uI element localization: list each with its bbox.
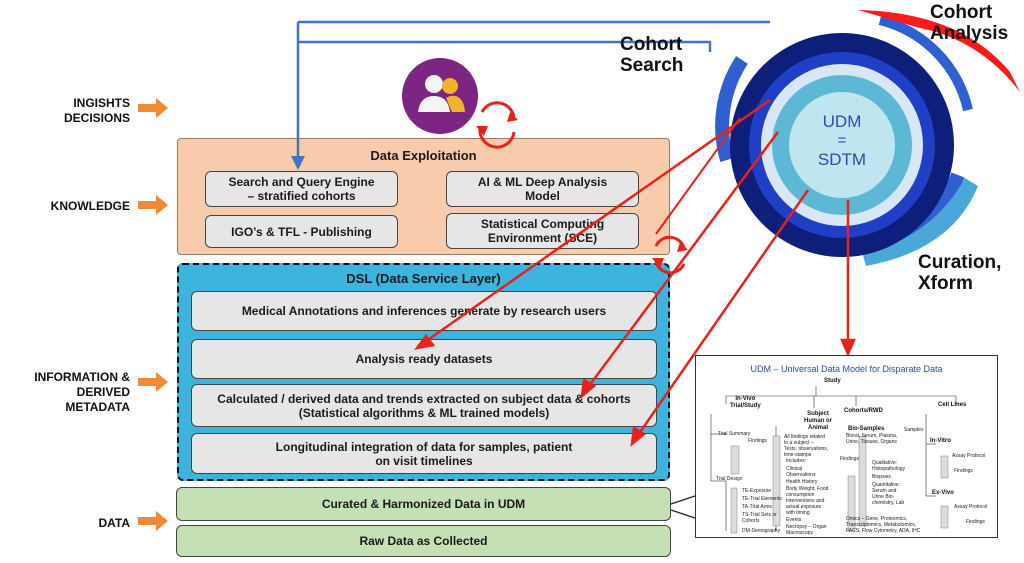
udm-invivo: In-Vivo Trial/Study <box>730 396 761 409</box>
udm-subject-notes: All findings related to a subject – Test… <box>784 434 829 458</box>
udm-center-eq: = <box>837 132 847 149</box>
udm-center-top: UDM <box>822 112 862 131</box>
red-arrowhead-1-icon <box>414 333 436 350</box>
udm-findings-3: Findings <box>954 468 973 474</box>
udm-qualitative: Qualitative: Histopathology <box>872 460 906 472</box>
udm-model-panel: UDM – Universal Data Model for Disparate… <box>695 355 998 538</box>
ai-ml-box: AI & ML Deep Analysis Model <box>446 171 639 207</box>
udm-assay-2: Assay Protocol <box>954 504 988 510</box>
udm-quantitative: Quantitative: Serum and Urine Bio- chemi… <box>872 482 905 506</box>
cohort-search-line <box>296 20 770 158</box>
red-arrowhead-4-icon <box>840 338 856 358</box>
udm-includes: Includes: <box>786 458 807 464</box>
data-exploitation-title: Data Exploitation <box>370 148 477 163</box>
udm-dm-demo: DM-Demography <box>742 528 781 534</box>
udm-tl-elements: TE-Trial Elements <box>742 496 782 502</box>
sce-box: Statistical Computing Environment (SCE) <box>446 213 639 249</box>
udm-necropsy: Necropsy – Organ Macroscopy <box>786 524 827 536</box>
udm-center-bottom: SDTM <box>817 150 867 169</box>
circle-core <box>789 92 895 198</box>
udm-health: Health History <box>786 479 818 485</box>
outer-arc-left <box>715 56 748 162</box>
udm-bodyweight: Body Weight, Food consumption <box>786 486 829 498</box>
cohort-search-label: Cohort Search <box>620 34 684 76</box>
udm-study: Study <box>824 378 841 384</box>
information-arrow-icon <box>138 372 168 392</box>
udm-cohorts: Cohorts/RWD <box>844 408 883 414</box>
udm-samples: Samples <box>904 427 924 433</box>
udm-trial-design: Trial Design <box>716 476 743 482</box>
red-arrowhead-3-icon <box>630 425 647 447</box>
udm-findings-2: Findings <box>840 456 859 462</box>
dsl-calculated-derived: Calculated / derived data and trends ext… <box>191 384 657 427</box>
cycle-arrows-icon-top <box>478 101 516 149</box>
cohort-analysis-label: Cohort Analysis <box>930 2 1009 44</box>
udm-findings-1: Findings <box>748 438 767 444</box>
red-arrows <box>414 98 856 447</box>
level-data-label: DATA <box>98 516 130 530</box>
udm-events: Events <box>786 517 802 523</box>
insights-arrow-icon <box>138 98 168 118</box>
raw-data-box: Raw Data as Collected <box>176 525 671 557</box>
igo-tfl-box: IGO’s & TFL - Publishing <box>205 215 398 248</box>
udm-ts-sets: TS-Trial Sets or Cohorts <box>742 512 777 524</box>
data-arrow-icon <box>138 511 168 531</box>
udm-interventions: Interventions and actual exposure with t… <box>786 498 825 516</box>
dsl-longitudinal: Longitudinal integration of data for sam… <box>191 433 657 474</box>
level-insights-label: INGISHTS DECISIONS <box>63 96 130 125</box>
curated-data-box: Curated & Harmonized Data in UDM <box>176 487 671 521</box>
udm-tree-lines <box>710 386 957 534</box>
udm-assay-1: Assay Protocol <box>952 453 986 459</box>
udm-te: TE-Exposure <box>742 488 772 494</box>
udm-trial-summary: Trial Summary <box>718 431 751 437</box>
dsl-title: DSL (Data Service Layer) <box>346 271 501 286</box>
udm-ta-arms: TA-Trial Arms <box>742 504 772 510</box>
udm-bio-samples: Bio-Samples <box>848 426 885 432</box>
knowledge-arrow-icon <box>138 195 168 215</box>
cohort-analysis-arc <box>858 10 1020 92</box>
curation-arc <box>862 178 978 266</box>
curation-label: Curation, Xform <box>918 252 1002 294</box>
udm-omics: Omics – Gene, Proteomics, Transcriptomic… <box>846 516 921 534</box>
outer-arc-right <box>878 15 973 112</box>
red-arrowhead-2-icon <box>580 377 597 399</box>
cohort-search-arrowhead-icon <box>291 156 305 170</box>
level-information-label: INFORMATION & DERIVED METADATA <box>34 370 130 414</box>
search-query-engine-box: Search and Query Engine – stratified coh… <box>205 171 398 207</box>
udm-cell-lines: Cell Lines <box>938 402 967 408</box>
level-knowledge-label: KNOWLEDGE <box>50 199 130 213</box>
udm-clinical: Clinical Observations <box>786 466 816 478</box>
udm-biopsies: Biopsies <box>872 474 891 480</box>
dsl-medical-annotations: Medical Annotations and inferences gener… <box>191 291 657 331</box>
udm-findings-4: Findings <box>966 519 985 525</box>
user-group-icon <box>402 58 478 134</box>
udm-in-vitro: In-Vitro <box>930 438 951 444</box>
udm-model-title: UDM – Universal Data Model for Disparate… <box>750 364 943 374</box>
udm-ex-vivo: Ex-Vivo <box>932 490 954 496</box>
udm-subject: Subject Human or Animal <box>804 411 833 431</box>
udm-bio-samples-desc: Blood, Serum, Plasma, Urine, Tissues, Or… <box>846 433 898 445</box>
